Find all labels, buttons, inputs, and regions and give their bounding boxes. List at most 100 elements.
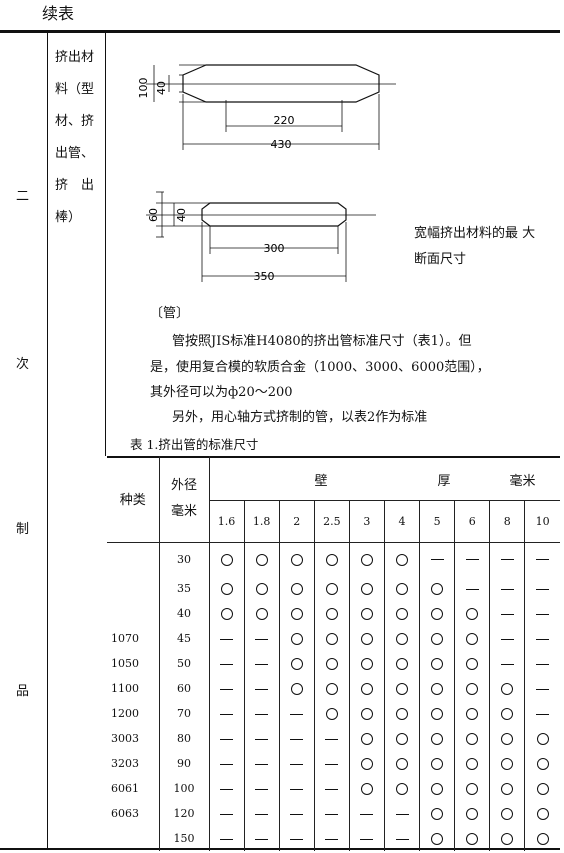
figure-note-line-2: 断面尺寸 [414,252,467,267]
available-circle-mark [396,783,409,795]
alloy-cell: 6063 [111,807,139,820]
available-circle-mark [466,758,479,770]
outer-diameter-cell: 80 [158,726,209,751]
figure-note-line-1: 宽幅挤出材料的最 大 [414,226,536,241]
alloy-cell: 1200 [111,707,139,720]
fig2-inner-width: 300 [264,242,285,255]
availability-cell [454,826,490,851]
availability-cell [243,676,280,701]
table-row: 30 [107,542,560,576]
availability-cell [419,651,455,676]
availability-cell [524,726,560,751]
unavailable-dash-mark [325,838,339,840]
availability-cell [489,601,525,626]
alloy-cell: 1050 [111,657,139,670]
unavailable-dash-mark [255,813,269,815]
outer-diameter-cell: 70 [158,701,209,726]
availability-cell [313,651,350,676]
unavailable-dash-mark [325,788,339,790]
availability-cell [419,542,455,576]
available-circle-mark [466,833,479,845]
unavailable-dash-mark [255,713,269,715]
thickness-header-5: 4 [383,500,420,543]
alloy-cell [107,826,159,851]
available-circle-mark [290,608,303,620]
available-circle-mark [501,833,514,845]
fig2-outer-width: 350 [254,270,275,283]
unavailable-dash-mark [220,663,234,665]
outer-diameter-cell: 35 [158,576,209,601]
unavailable-dash-mark [290,838,304,840]
alloy-cell: 1070 [111,632,139,645]
availability-cell [419,701,455,726]
availability-cell [419,576,455,601]
unavailable-dash-mark [255,838,269,840]
availability-cell [489,751,525,776]
availability-cell [383,726,420,751]
availability-cell [454,576,490,601]
available-circle-mark [325,608,338,620]
availability-cell [278,726,315,751]
availability-cell [208,826,245,851]
availability-cell [524,626,560,651]
availability-cell [243,776,280,801]
availability-cell [348,826,385,851]
availability-cell [313,676,350,701]
available-circle-mark [220,608,233,620]
available-circle-mark [360,758,373,770]
availability-cell [383,626,420,651]
available-circle-mark [325,583,338,595]
availability-cell [313,801,350,826]
availability-cell [489,651,525,676]
availability-cell [208,651,245,676]
available-circle-mark [536,733,549,745]
unavailable-dash-mark [536,713,550,715]
unavailable-dash-mark [220,688,234,690]
thickness-header-2: 2 [278,500,315,543]
available-circle-mark [290,683,303,695]
unavailable-dash-mark [290,738,304,740]
unavailable-dash-mark [220,788,234,790]
unavailable-dash-mark [500,638,514,640]
unavailable-dash-mark [536,638,550,640]
availability-cell [454,776,490,801]
availability-cell [208,626,245,651]
unavailable-dash-mark [536,663,550,665]
available-circle-mark [290,583,303,595]
availability-cell [419,726,455,751]
available-circle-mark [536,783,549,795]
table-row: 1200 70 [107,701,560,726]
available-circle-mark [431,658,444,670]
availability-cell [313,601,350,626]
available-circle-mark [290,553,303,566]
availability-cell [383,701,420,726]
availability-cell [524,751,560,776]
available-circle-mark [360,733,373,745]
material-vertical-rule [105,32,106,456]
available-circle-mark [360,783,373,795]
availability-cell [489,826,525,851]
availability-cell [208,576,245,601]
alloy-cell: 1100 [111,682,139,695]
availability-cell [313,626,350,651]
available-circle-mark [396,608,409,620]
availability-cell [208,751,245,776]
unavailable-dash-mark [220,763,234,765]
available-circle-mark [290,658,303,670]
available-circle-mark [466,633,479,645]
unavailable-dash-mark [395,813,409,815]
availability-cell [419,826,455,851]
available-circle-mark [501,758,514,770]
availability-cell [454,651,490,676]
thickness-header-4: 3 [348,500,385,543]
availability-cell [489,676,525,701]
side-label-4: 品 [15,684,29,699]
availability-cell [208,776,245,801]
availability-cell [243,601,280,626]
available-circle-mark [466,708,479,720]
availability-cell [278,601,315,626]
alloy-cell [107,542,159,576]
availability-cell [383,576,420,601]
